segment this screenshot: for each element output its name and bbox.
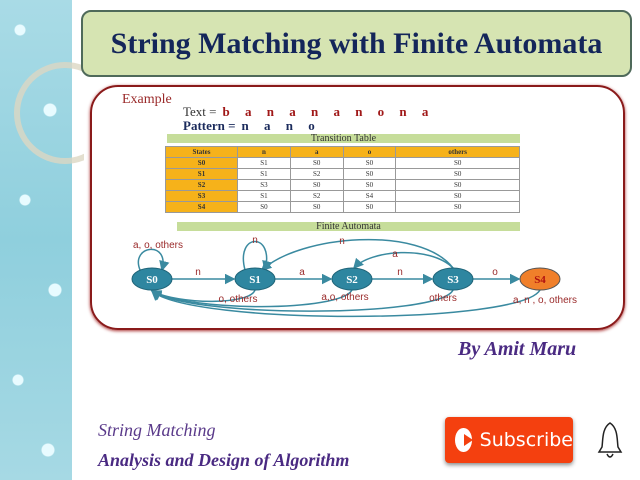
text-line: Text =b a n a n a n o n a [183,104,435,119]
text-value: b a n a n a n o n a [222,104,435,119]
transition-cell: S0 [395,201,520,213]
play-icon [455,428,473,452]
state-node-s3 [432,267,474,291]
transition-cell: S0 [342,201,397,213]
bell-icon[interactable] [597,420,623,462]
edge-label: a, n , o, others [513,295,577,306]
edge-label: others [429,293,457,304]
example-box [90,85,625,330]
state-node-s0 [131,267,173,291]
edge-label: a [392,249,398,260]
state-node-s4 [519,267,561,291]
slide-title: String Matching with Finite Automata [81,10,632,77]
edge-label: n [397,267,403,278]
edge-label: n [195,267,201,278]
edge-s3-s1 [260,238,454,272]
state-label: S0 [146,274,158,286]
transition-cell: S0 [289,201,344,213]
author: By Amit Maru [458,338,577,360]
state-cell: S4 [165,201,238,213]
edge-s2-s0 [150,289,353,308]
state-node-s1 [234,267,276,291]
subscribe-label: Subscribe [479,429,573,451]
state-label: S3 [447,274,459,286]
edge-s0-loop [137,248,170,272]
edge-label: n [339,236,345,247]
transition-table-caption: Transition Table [167,134,520,144]
subscribe-button[interactable]: Subscribe [445,417,573,463]
footer-topic: String Matching [98,420,216,440]
decorative-water-strip [0,0,72,480]
edge-label: a,o, others [321,292,368,303]
edge-label: o [492,267,498,278]
footer-course: Analysis and Design of Algorithm [98,450,350,470]
edge-s3-s2 [353,251,454,270]
state-node-s2 [331,267,373,291]
edge-s1-loop [242,240,273,272]
edge-s3-s0 [150,289,454,312]
example-label: Example [122,92,172,107]
pattern-value: n a n o [241,118,321,133]
transition-cell: S0 [237,201,291,213]
edge-label: a, o, others [133,240,183,251]
edge-label: o, others [219,294,258,305]
state-label: S4 [534,274,546,286]
edge-label: a [299,267,305,278]
edge-s4-s0 [150,289,541,318]
pattern-line: Pattern =n a n o [183,118,321,133]
finite-automata-caption: Finite Automata [177,222,520,232]
state-label: S1 [249,274,261,286]
state-cell: S2 [165,179,238,191]
edge-label: n [252,235,258,246]
state-label: S2 [346,274,358,286]
